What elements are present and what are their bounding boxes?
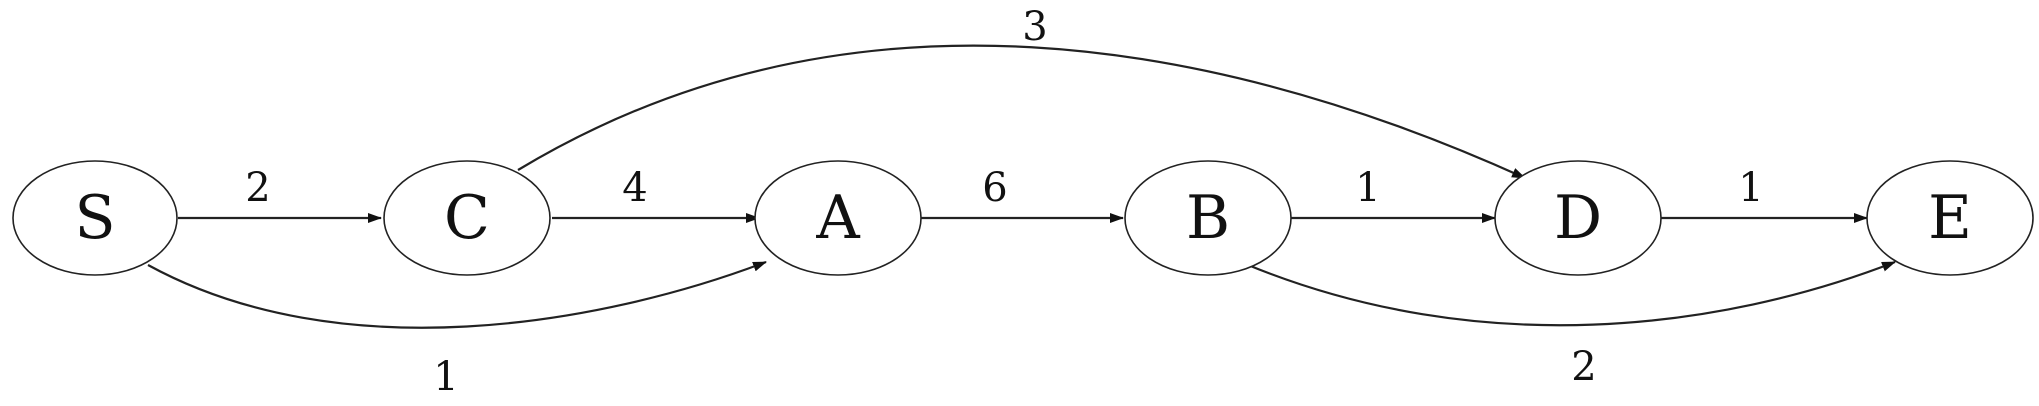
- node-b: B: [1124, 160, 1292, 276]
- node-s-circle: [12, 160, 178, 276]
- weight-c-d: 3: [1022, 4, 1047, 50]
- nodes: S C A B D E: [12, 160, 2034, 276]
- node-c-label: C: [444, 183, 490, 253]
- node-a: A: [754, 160, 922, 276]
- node-e-label: E: [1928, 183, 1972, 253]
- edge-s-a: [147, 260, 767, 329]
- weight-d-e: 1: [1738, 165, 1763, 211]
- node-e: E: [1866, 160, 2034, 276]
- weight-s-c: 2: [245, 165, 270, 211]
- node-c-circle: [383, 160, 551, 276]
- weight-s-a: 1: [433, 354, 458, 400]
- weight-b-e: 2: [1571, 344, 1596, 390]
- weight-a-b: 6: [982, 165, 1007, 211]
- node-b-circle: [1124, 160, 1292, 276]
- edge-b-e: [1247, 260, 1896, 327]
- edges: [147, 44, 1896, 329]
- node-s: S: [12, 160, 178, 276]
- node-d-label: D: [1554, 183, 1602, 253]
- node-a-label: A: [815, 183, 860, 253]
- node-d-circle: [1494, 160, 1662, 276]
- node-s-label: S: [74, 183, 115, 253]
- node-d: D: [1494, 160, 1662, 276]
- edge-weights: 2 4 6 1 1 3 1 2: [245, 4, 1763, 400]
- edge-c-d: [517, 44, 1526, 180]
- weight-b-d: 1: [1355, 165, 1380, 211]
- weight-c-a: 4: [622, 165, 647, 211]
- node-a-circle: [754, 160, 922, 276]
- node-b-label: B: [1186, 183, 1230, 253]
- node-c: C: [383, 160, 551, 276]
- node-e-circle: [1866, 160, 2034, 276]
